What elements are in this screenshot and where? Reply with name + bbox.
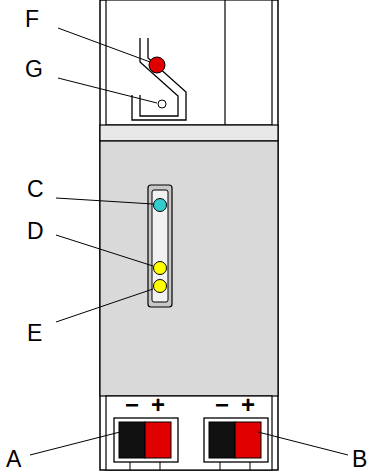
housing <box>100 0 278 470</box>
polarity-sign: − <box>125 393 139 417</box>
polarity-sign: + <box>241 393 255 417</box>
callout-letter: A <box>6 448 21 471</box>
cover-step <box>100 125 278 141</box>
red-button <box>149 57 165 73</box>
terminal-block <box>114 418 178 462</box>
polarity-sign: + <box>151 393 165 417</box>
terminal-block <box>204 418 268 462</box>
led-window-inner <box>152 190 168 302</box>
top-cover <box>106 0 272 125</box>
programming-hole <box>158 100 166 108</box>
callout-letter: G <box>25 58 43 81</box>
terminal-minus <box>209 422 235 458</box>
cyan-led <box>154 199 167 212</box>
cover-divider <box>224 0 225 125</box>
polarity-sign: − <box>215 393 229 417</box>
callout-letter: E <box>27 322 42 345</box>
callout-letter: F <box>25 8 39 31</box>
front-panel <box>100 141 278 396</box>
wire-clip <box>132 38 186 120</box>
wire-clip <box>140 38 178 116</box>
terminal-feet <box>130 462 250 470</box>
terminal-plus <box>145 422 171 458</box>
yellow-led <box>154 280 167 293</box>
callout-letter: B <box>352 448 367 471</box>
callout-letter: D <box>27 220 44 243</box>
callout-letter: C <box>27 178 44 201</box>
leader-lines <box>30 28 348 455</box>
yellow-led <box>154 262 167 275</box>
terminal-plus <box>235 422 261 458</box>
terminal-minus <box>119 422 145 458</box>
led-window <box>148 185 172 307</box>
